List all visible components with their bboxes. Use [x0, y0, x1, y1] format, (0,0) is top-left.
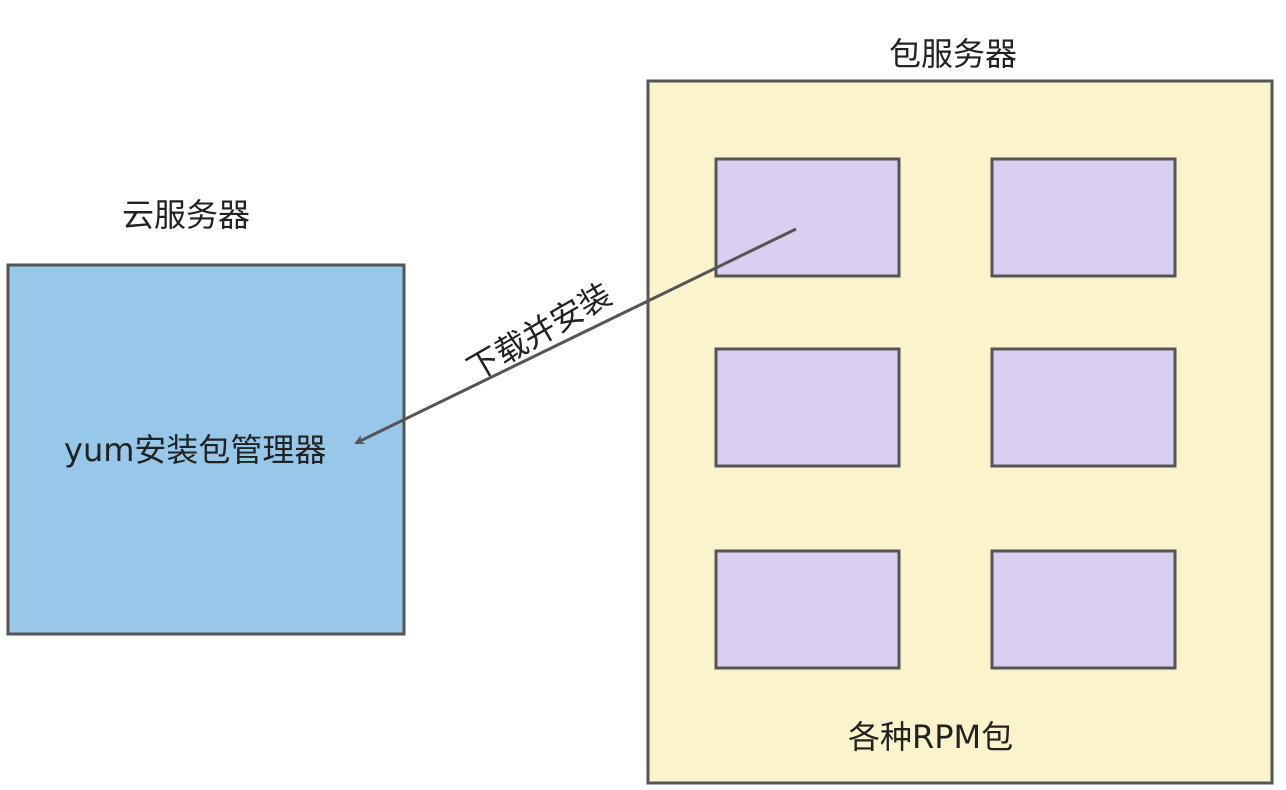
rpm-package-box [714, 549, 901, 670]
rpm-package-box [990, 157, 1177, 278]
package-server-title: 包服务器 [889, 35, 1018, 73]
cloud-server-title: 云服务器 [122, 196, 251, 234]
rpm-package-box [714, 347, 901, 468]
rpm-package-box [990, 549, 1177, 670]
download-arrow [354, 227, 797, 445]
rpm-package-box [990, 347, 1177, 468]
yum-manager-label: yum安装包管理器 [64, 431, 327, 469]
rpm-packages-label: 各种RPM包 [848, 718, 1014, 756]
cloud-server-box [6, 263, 406, 636]
rpm-package-box [714, 157, 901, 278]
